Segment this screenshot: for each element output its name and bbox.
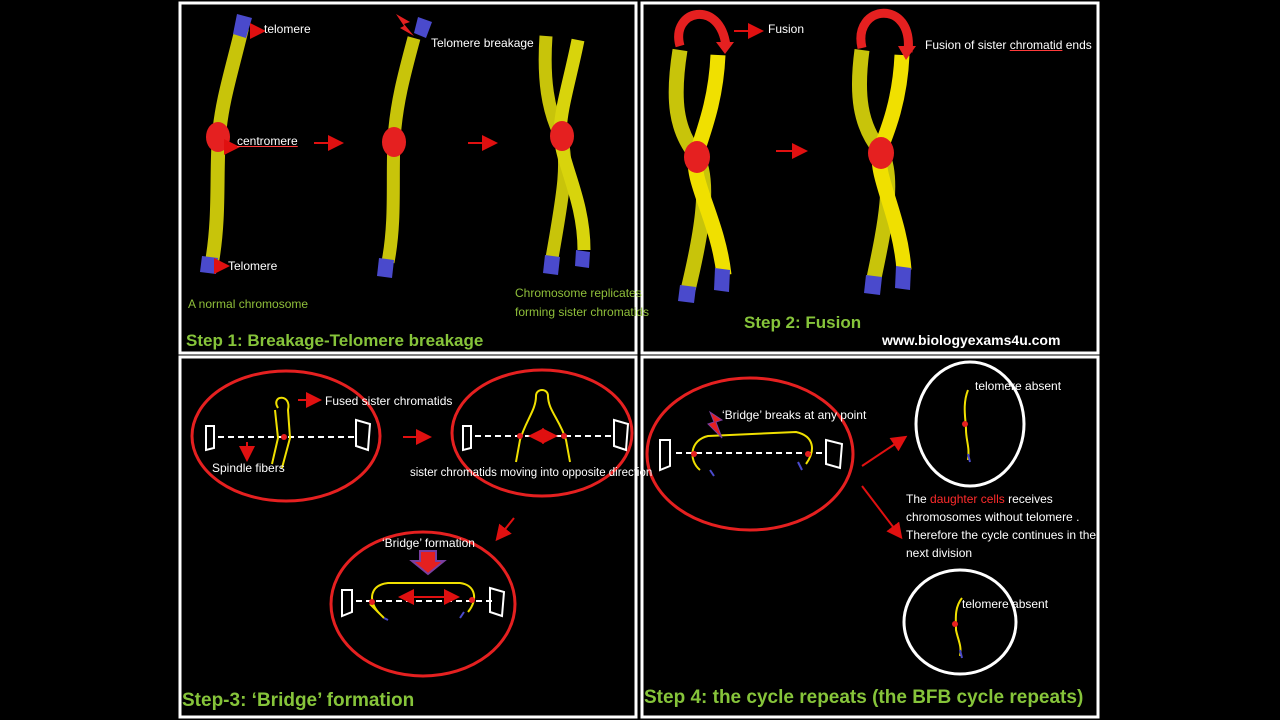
step2-title: Step 2: Fusion <box>744 313 862 332</box>
cell-bridge-breaks <box>645 376 855 532</box>
fusion-chromosome-1 <box>668 10 734 303</box>
daughter-prefix: The <box>906 492 931 506</box>
label-normal-chromosome: A normal chromosome <box>188 297 309 311</box>
daughter-line1: The daughter cells receives <box>906 490 1106 508</box>
cell-fused-chromatids <box>190 369 382 503</box>
breakage-icon <box>396 14 414 36</box>
website-watermark: www.biologyexams4u.com <box>882 332 1061 348</box>
daughter-line4: next division <box>906 546 973 560</box>
label-centromere: centromere <box>237 134 298 148</box>
break-lightning-icon <box>707 410 724 439</box>
daughter-line2: chromosomes without telomere . <box>906 510 1080 524</box>
label-telomere-absent-2: telomere absent <box>962 597 1049 611</box>
cell-bridge-formation <box>329 530 517 678</box>
cell-moving-chromatids <box>450 368 634 498</box>
label-telomere-breakage: Telomere breakage <box>431 36 534 50</box>
step3-title: Step-3: ‘Bridge’ formation <box>182 690 415 711</box>
label-telomere-bottom: Telomere <box>228 259 278 273</box>
label-bridge-breaks: ‘Bridge’ breaks at any point <box>722 408 867 422</box>
label-centromere-text: centromere <box>237 134 298 148</box>
panel-step1 <box>178 1 638 355</box>
label-bridge-formation: ‘Bridge’ formation <box>382 536 475 550</box>
label-fusion-sister-word: chromatid <box>1009 38 1063 52</box>
down-arrow-icon <box>409 550 447 576</box>
step1-title: Step 1: Breakage-Telomere breakage <box>186 331 484 350</box>
daughter-word: daughter cells <box>930 492 1005 506</box>
step4-title: Step 4: the cycle repeats (the BFB cycle… <box>644 687 1084 708</box>
daughter-line3: Therefore the cycle continues in the <box>906 528 1097 542</box>
panel-step3 <box>178 355 638 719</box>
fusion-chromosome-2 <box>851 8 916 295</box>
label-replicates-1: Chromosome replicates <box>515 286 642 300</box>
label-telomere-absent-1: telomere absent <box>975 379 1062 393</box>
label-spindle-fibers: Spindle fibers <box>212 461 285 475</box>
broken-chromosome <box>377 14 432 278</box>
panel-step4 <box>640 355 1100 719</box>
panel-borders <box>178 1 1100 719</box>
label-moving-opposite: sister chromatids moving into opposite d… <box>410 467 653 479</box>
panel-step2 <box>640 1 1100 355</box>
daughter-suffix: receives <box>1004 492 1053 506</box>
label-fused-sister: Fused sister chromatids <box>325 394 453 408</box>
daughter-cell-2 <box>902 568 1018 676</box>
label-fusion: Fusion <box>768 22 805 36</box>
label-fusion-sister-suffix: ends <box>1062 38 1092 52</box>
label-fusion-sister: Fusion of sister chromatid ends <box>925 38 1092 52</box>
daughter-cell-1 <box>914 360 1026 488</box>
label-telomere-top: telomere <box>264 22 311 36</box>
daughter-cells-paragraph: The daughter cells receives chromosomes … <box>906 490 1106 562</box>
label-fusion-sister-prefix: Fusion of sister <box>925 38 1010 52</box>
replicated-chromosome <box>538 35 591 275</box>
label-replicates-2: forming sister chromatids <box>515 305 650 319</box>
